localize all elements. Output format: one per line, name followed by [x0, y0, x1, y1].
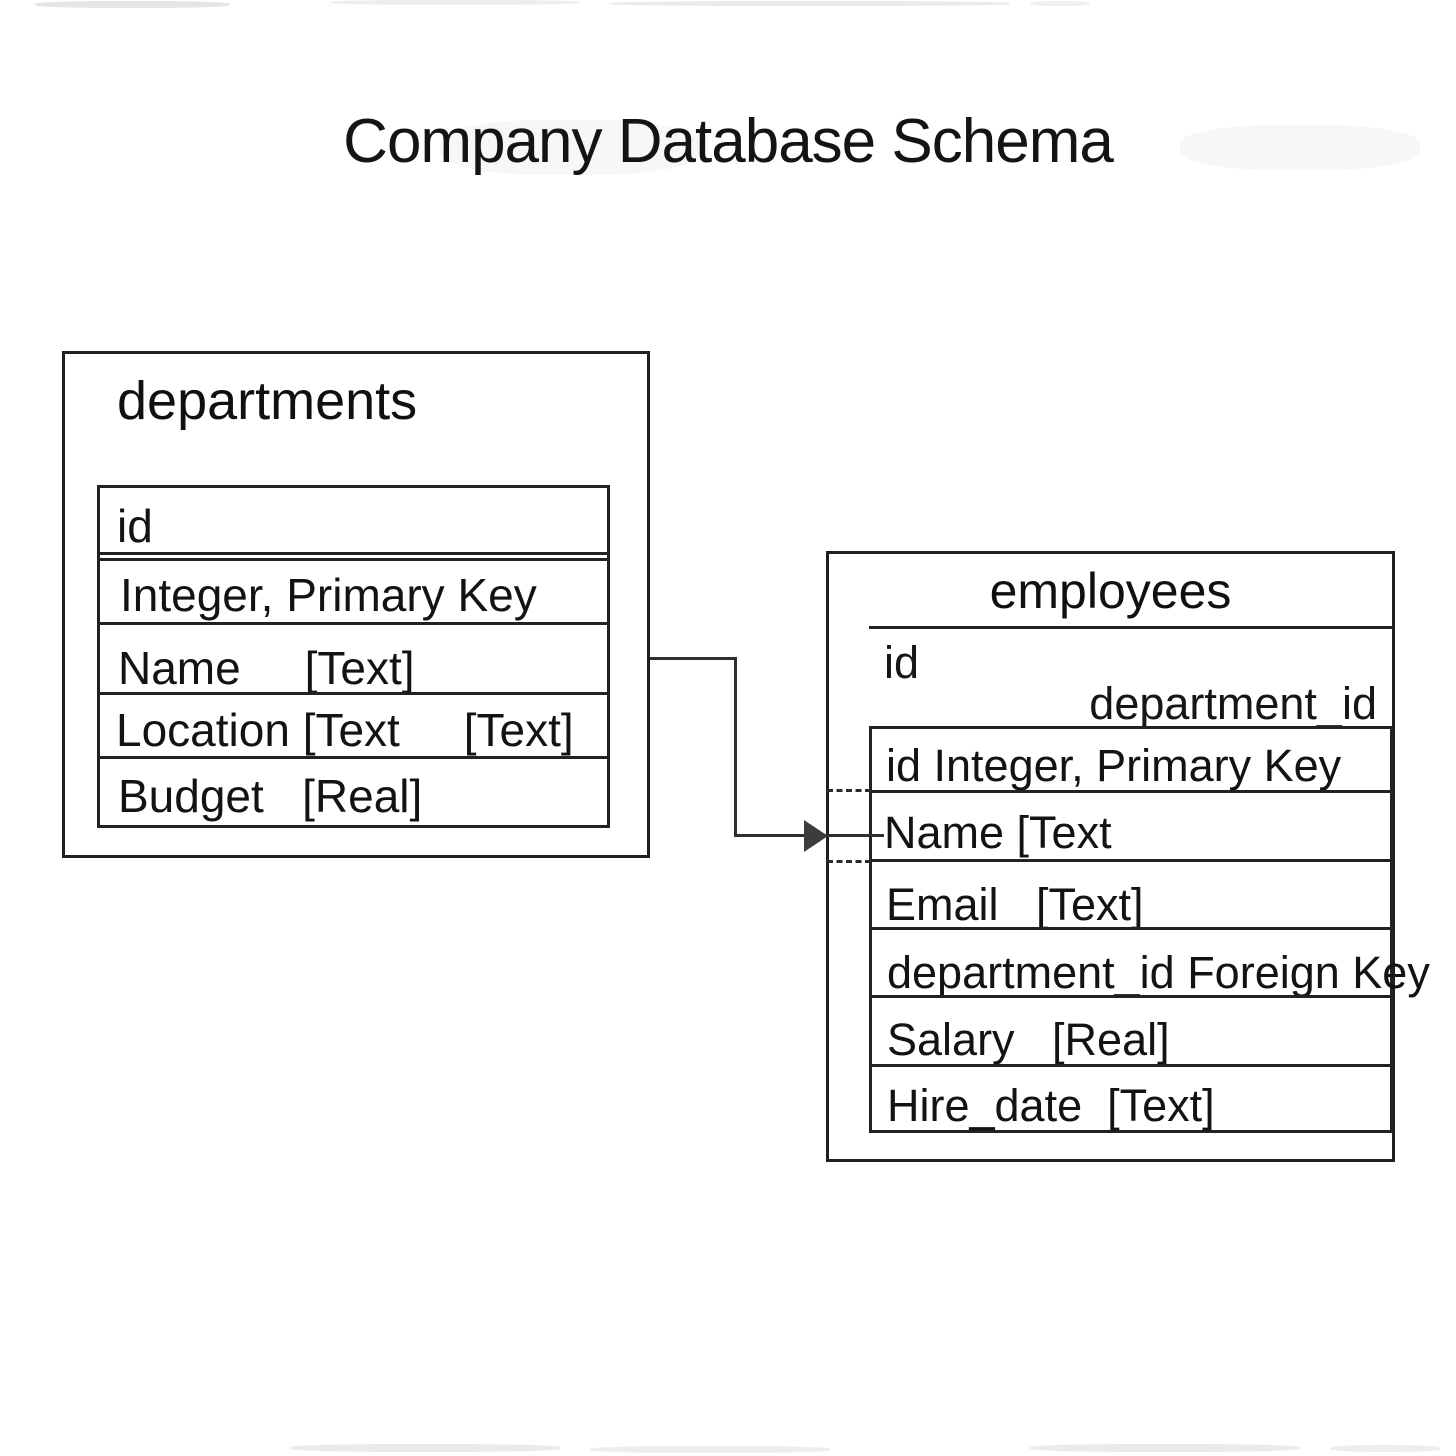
table-employees: [826, 551, 1395, 1162]
row-divider: [100, 756, 607, 759]
field-row-hire-date: Hire_date [Text]: [887, 1080, 1215, 1131]
header-field-id: id: [884, 637, 920, 688]
row-divider: [100, 552, 607, 555]
title-underline: [869, 626, 1395, 629]
row-divider: [872, 790, 1390, 793]
field-row-department-id-foreign-key: department_id Foreign Key: [887, 947, 1430, 998]
field-row-salary: Salary [Real]: [887, 1014, 1170, 1065]
field-row-name: Name [Text: [884, 807, 1112, 858]
field-row-email: Email [Text]: [886, 879, 1144, 930]
row-divider-double: [100, 558, 607, 561]
scan-artifact: [290, 1444, 560, 1452]
field-row-id: id: [117, 500, 153, 552]
table-departments-fields: id Integer, Primary Key Name [Text] Loca…: [97, 485, 610, 828]
row-divider: [100, 692, 607, 695]
field-row-location: Location [Text [Text]: [116, 704, 574, 756]
diagram-title: Company Database Schema: [343, 107, 1114, 176]
table-employees-title: employees: [989, 563, 1232, 619]
scan-artifact: [1030, 1444, 1300, 1452]
field-row-integer-primary-key: Integer, Primary Key: [120, 569, 537, 621]
field-row-budget: Budget [Real]: [118, 770, 423, 822]
fk-anchor-dashed-line-bottom: [827, 860, 871, 863]
table-departments-title: departments: [117, 371, 418, 431]
fk-anchor-dashed-line-top: [827, 789, 871, 792]
scan-artifact: [1330, 1445, 1440, 1452]
scan-artifact: [610, 1, 1010, 6]
relationship-connector-horizontal-1: [650, 657, 737, 660]
header-field-department-id: department_id: [1089, 678, 1377, 729]
row-divider: [872, 995, 1390, 998]
scan-artifact: [35, 1, 230, 8]
row-divider: [872, 927, 1390, 930]
scan-artifact: [590, 1446, 830, 1453]
table-departments: [62, 351, 650, 858]
scan-artifact: [330, 0, 580, 5]
relationship-connector-vertical: [734, 657, 737, 837]
row-divider: [872, 1064, 1390, 1067]
field-row-name: Name [Text]: [118, 642, 415, 694]
row-divider: [872, 859, 1390, 862]
arrowhead-icon: [804, 820, 828, 852]
row-divider: [100, 622, 607, 625]
field-row-id-integer-primary-key: id Integer, Primary Key: [886, 740, 1342, 791]
scan-artifact: [1030, 1, 1090, 6]
table-employees-fields: id Integer, Primary Key Name [Text Email…: [869, 726, 1430, 1133]
